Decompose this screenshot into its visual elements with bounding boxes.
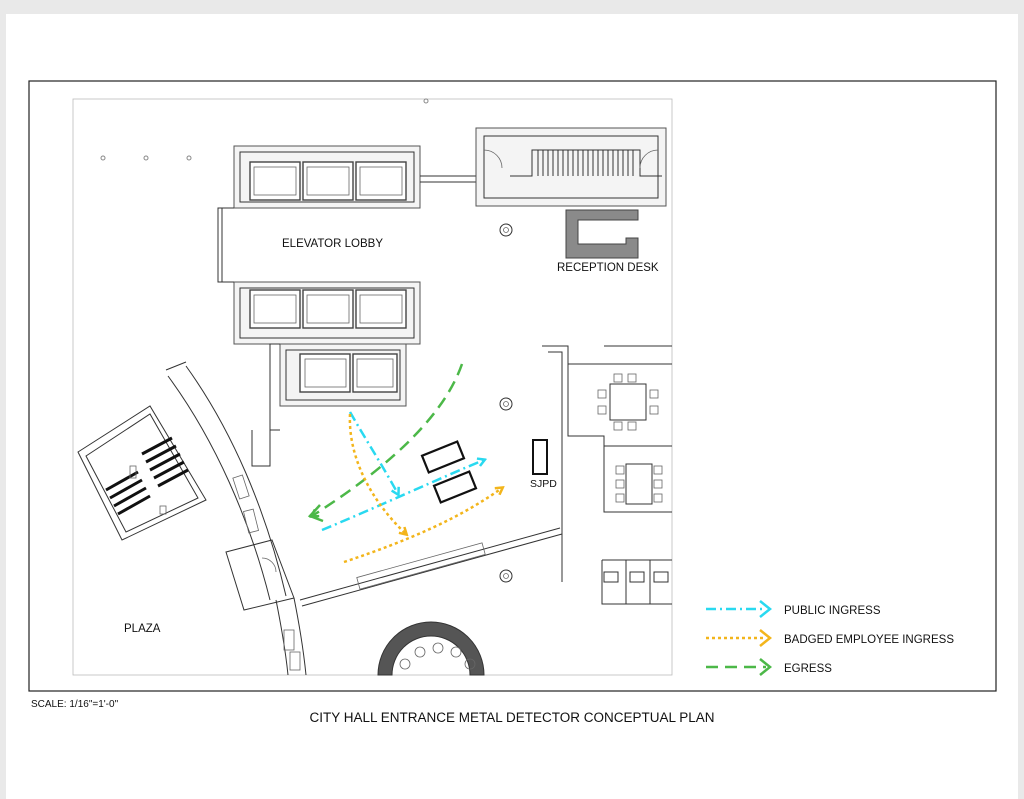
stair-left xyxy=(77,405,207,541)
drawing-title: CITY HALL ENTRANCE METAL DETECTOR CONCEP… xyxy=(309,710,714,725)
egress-arrowhead-left xyxy=(307,504,324,523)
lobby-columns xyxy=(499,397,513,583)
column-upper xyxy=(499,223,513,237)
metal-detector-upper xyxy=(420,440,466,474)
conference-room-upper xyxy=(542,345,672,582)
egress-path xyxy=(312,363,464,516)
label-sjpd: SJPD xyxy=(530,478,557,490)
sjpd-booth xyxy=(532,439,548,475)
entrance-vestibule xyxy=(225,527,563,611)
legend-label-public: PUBLIC INGRESS xyxy=(784,605,881,617)
legend-label-egress: EGRESS xyxy=(784,663,832,675)
public-ingress-path-down xyxy=(348,411,398,494)
reception-desk-shape xyxy=(565,209,639,259)
public-ingress-path-main xyxy=(321,460,484,532)
label-reception-desk: RECEPTION DESK xyxy=(557,262,659,274)
elevator-bank-middle xyxy=(233,281,421,345)
stair-room-upper xyxy=(475,127,667,207)
elevator-bank-upper xyxy=(233,145,421,209)
conference-room-lower xyxy=(603,446,672,513)
metal-detector-lower xyxy=(432,470,478,504)
legend-label-badged: BADGED EMPLOYEE INGRESS xyxy=(784,634,954,646)
badged-ingress-path-down xyxy=(348,413,406,534)
curved-facade xyxy=(165,361,307,676)
legend: PUBLIC INGRESS BADGED EMPLOYEE INGRESS E… xyxy=(706,600,954,676)
label-plaza: PLAZA xyxy=(124,623,161,635)
rotunda xyxy=(377,621,485,676)
elevator-bank-lower xyxy=(279,343,407,407)
drawing-frame xyxy=(28,80,997,692)
badged-ingress-path-main xyxy=(343,488,502,564)
column-markers xyxy=(100,98,429,161)
lobby-walls xyxy=(217,175,476,467)
restroom-stalls xyxy=(601,559,672,605)
scale-note: SCALE: 1/16"=1'-0" xyxy=(31,699,119,710)
label-elevator-lobby: ELEVATOR LOBBY xyxy=(282,238,383,250)
